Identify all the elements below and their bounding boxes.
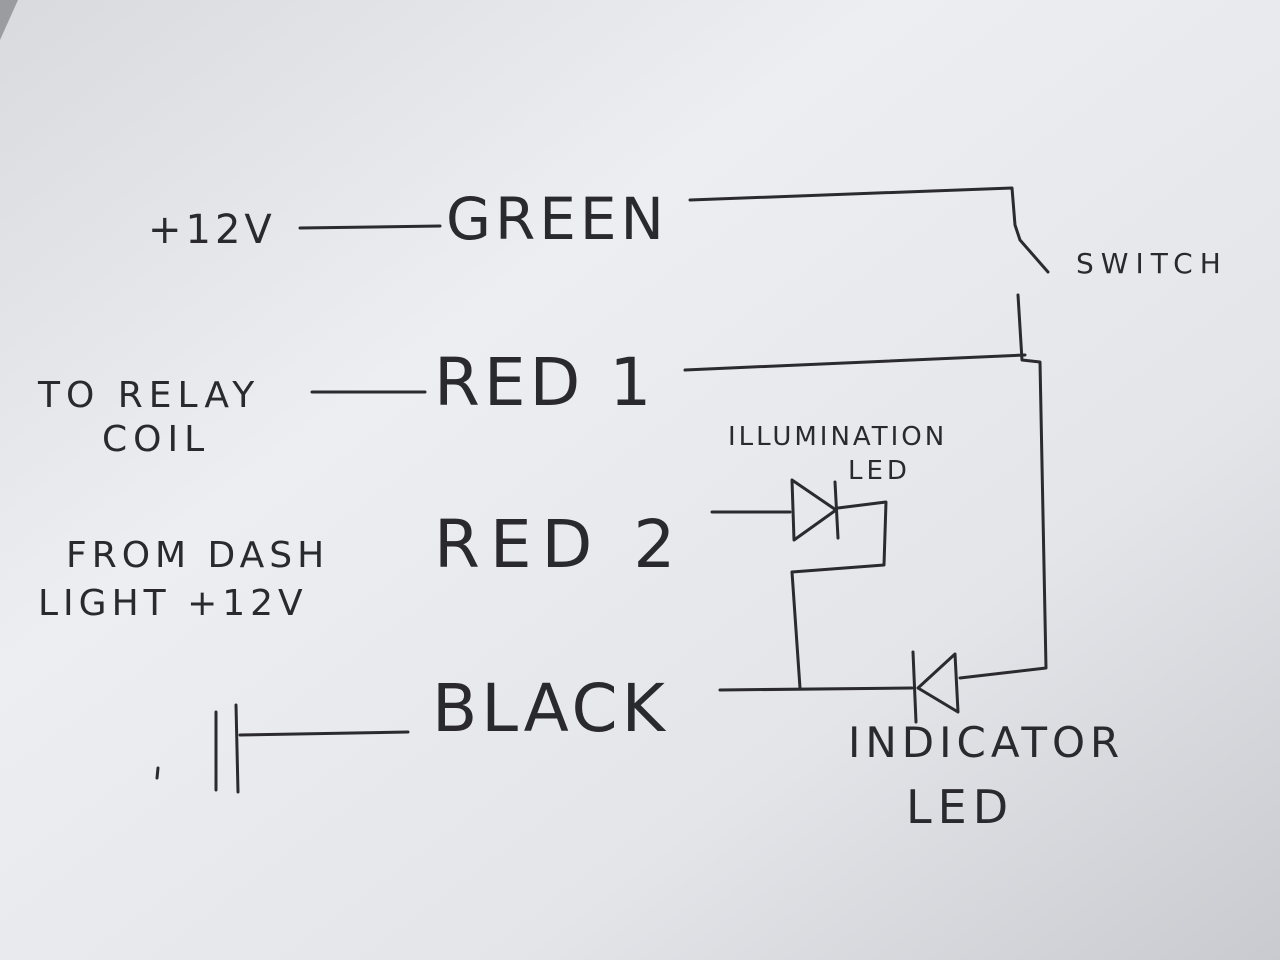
label-light-12v: LIGHT +12V <box>38 583 308 624</box>
illumination-diode-icon <box>790 478 888 690</box>
label-illumination-led: LED <box>848 456 911 486</box>
label-coil: COIL <box>102 419 211 460</box>
label-black: BLACK <box>432 670 669 747</box>
label-red2: RED 2 <box>434 506 686 583</box>
wire-plus12v-green <box>298 224 442 230</box>
wire-ground-black <box>238 730 410 737</box>
label-to-relay: TO RELAY <box>38 375 261 416</box>
label-switch: SWITCH <box>1076 247 1228 280</box>
ground-symbol-icon <box>155 703 240 794</box>
label-indicator-led: LED <box>906 780 1015 834</box>
switch-rail <box>958 293 1048 680</box>
indicator-diode-icon <box>911 650 960 724</box>
label-plus12v: +12V <box>148 207 276 253</box>
label-from-dash: FROM DASH <box>66 535 330 576</box>
wire-black-to-indicator <box>718 686 914 692</box>
label-indicator: INDICATOR <box>848 718 1125 767</box>
label-illumination: ILLUMINATION <box>728 422 948 452</box>
wire-green-to-switch <box>688 186 1050 274</box>
wire-red1-to-switch <box>683 353 1027 372</box>
label-green: GREEN <box>446 185 668 253</box>
label-red1: RED 1 <box>434 344 656 421</box>
